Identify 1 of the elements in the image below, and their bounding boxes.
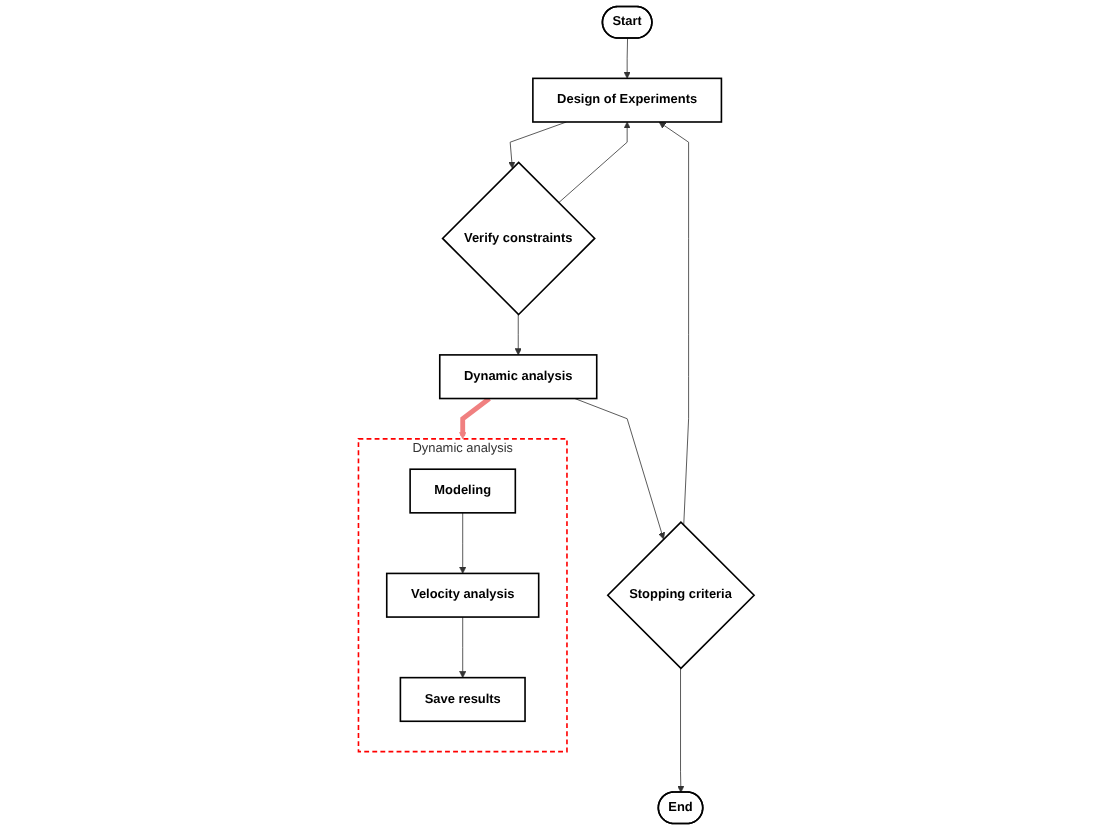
arrow <box>459 396 492 440</box>
